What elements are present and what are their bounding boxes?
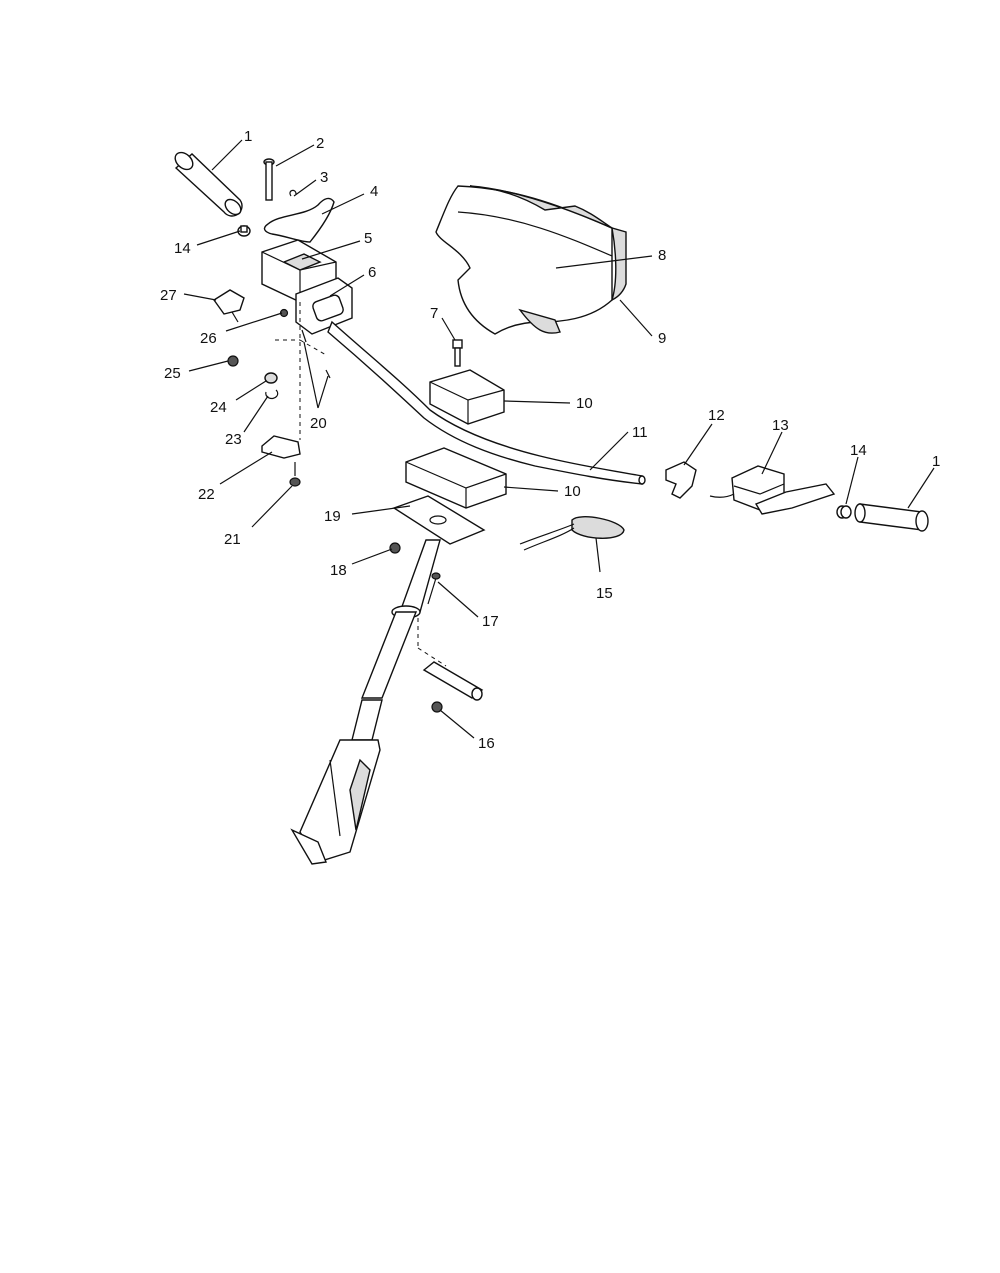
callout-20-screws: 20 xyxy=(310,415,327,432)
callout-13-master-cylinder: 13 xyxy=(772,417,789,434)
kill-switch xyxy=(212,289,245,323)
callout-24-washer: 24 xyxy=(210,399,227,416)
retaining-clip xyxy=(289,189,297,197)
callout-5-housing: 5 xyxy=(364,230,372,247)
hex-nut xyxy=(227,355,239,367)
callout-12-brake-bracket: 12 xyxy=(708,407,725,424)
pivot-pin xyxy=(263,158,275,201)
left-bar-end-plug xyxy=(237,225,251,237)
bushing-nut xyxy=(431,701,443,713)
callout-8-pad: 8 xyxy=(658,247,666,264)
right-hand-grip xyxy=(854,503,929,532)
callout-9-foam: 9 xyxy=(658,330,666,347)
callout-26-nut: 26 xyxy=(200,330,217,347)
callout-4-throttle-lever: 4 xyxy=(370,183,378,200)
callout-22-plate: 22 xyxy=(198,486,215,503)
left-hand-grip xyxy=(174,151,243,217)
callout-labels: 1 2 3 4 5 6 14 27 26 25 24 23 20 22 21 7… xyxy=(160,128,940,752)
callout-1-left-grip: 1 xyxy=(244,128,252,145)
callout-11-handlebar: 11 xyxy=(632,424,648,441)
callout-27-kill-switch: 27 xyxy=(160,287,177,304)
right-bar-end-plug xyxy=(836,505,852,519)
steering-post xyxy=(290,539,441,865)
callout-15-heater: 15 xyxy=(596,585,613,602)
post-screw xyxy=(427,577,437,605)
callout-19-mount-plate: 19 xyxy=(324,508,341,525)
housing-screw-a xyxy=(301,329,307,343)
housing-screw-b xyxy=(325,369,331,379)
callout-14-right-plug: 14 xyxy=(850,442,867,459)
clamp-screw xyxy=(289,462,301,487)
callout-2-pin: 2 xyxy=(316,135,324,152)
callout-21-screw: 21 xyxy=(224,531,241,548)
leader-lines xyxy=(183,139,935,739)
callout-1-right-grip: 1 xyxy=(932,453,940,470)
lock-washer xyxy=(265,389,279,400)
pad-foam-backing xyxy=(610,227,627,302)
callout-16-bushing: 16 xyxy=(478,735,495,752)
callout-7-bolt: 7 xyxy=(430,305,438,322)
callout-25-nut: 25 xyxy=(164,365,181,382)
throttle-housing-cover xyxy=(295,277,353,335)
callout-10-lower-clamp: 10 xyxy=(564,483,581,500)
upper-handlebar-clamp xyxy=(429,369,505,425)
mount-plate-nut xyxy=(389,542,401,554)
bushing-tube xyxy=(422,661,484,701)
callout-10-upper-clamp: 10 xyxy=(576,395,593,412)
throttle-lever xyxy=(263,197,335,243)
steering-mount-plate xyxy=(392,495,486,545)
callout-3-clip: 3 xyxy=(320,169,328,186)
grip-heater-element xyxy=(519,516,625,551)
flat-washer xyxy=(264,372,278,384)
clamp-bolt xyxy=(452,339,463,367)
lower-handlebar-clamp xyxy=(405,447,507,509)
callout-23-lock-washer: 23 xyxy=(225,431,242,448)
callout-6-housing-cover: 6 xyxy=(368,264,376,281)
brake-lever-bracket xyxy=(665,461,697,499)
callout-14-left-plug: 14 xyxy=(174,240,191,257)
callout-17-screw: 17 xyxy=(482,613,499,630)
callout-18-nut: 18 xyxy=(330,562,347,579)
brake-master-cylinder xyxy=(709,465,836,515)
